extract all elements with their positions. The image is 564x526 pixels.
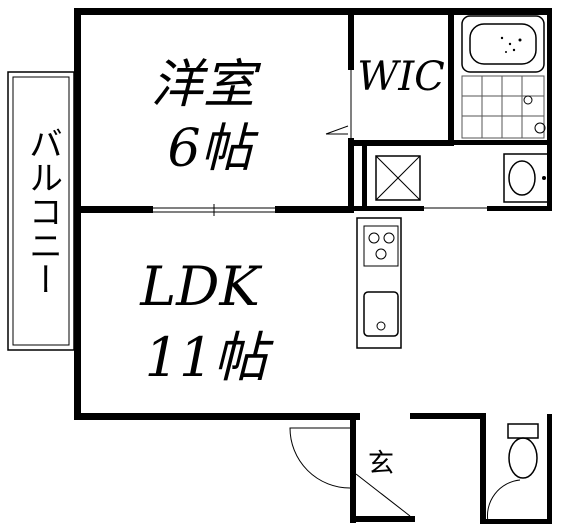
wash-basin [503,153,549,203]
wic-label: WIC [357,54,445,100]
balcony-label: バルコニー [23,126,63,296]
entrance-label: 玄 [368,449,394,479]
washing-machine-space [375,155,421,201]
kitchen-counter [356,217,402,349]
ldk-name: LDK [139,255,262,318]
bath-tile-floor [461,75,546,139]
ldk-size: 11帖 [145,326,275,389]
bathtub [461,15,545,73]
entrance-door [289,427,411,517]
western-room-size: 6帖 [167,119,259,179]
interior-walls [81,8,552,524]
balcony [7,71,75,351]
exterior-walls [74,8,552,524]
toilet [486,423,539,523]
wic-door [325,125,349,135]
western-room-name: 洋室 [151,55,262,115]
